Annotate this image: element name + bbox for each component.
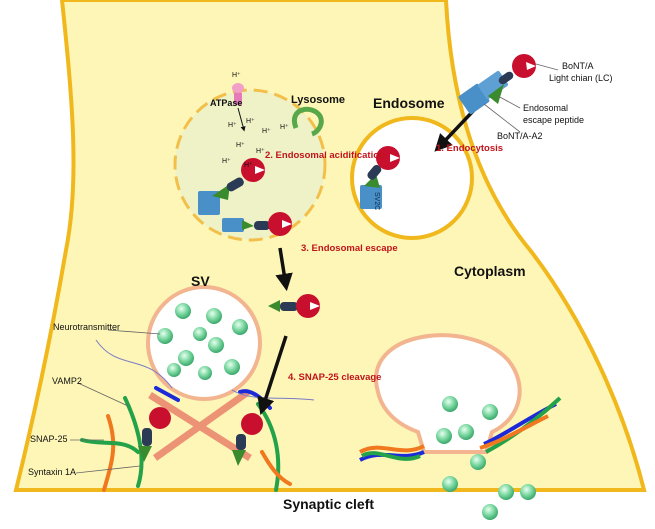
label-leaders — [70, 63, 559, 474]
snare-complex-left — [80, 386, 180, 492]
proton-label-5: H⁺ — [280, 124, 289, 131]
escape-label-line1: Endosomal — [523, 103, 569, 113]
lysosome-label: Lysosome — [291, 94, 346, 106]
bont-label-line2: Light chian (LC) — [549, 73, 613, 83]
vamp2-label: VAMP2 — [52, 376, 82, 386]
proton-label-4: H⁺ — [262, 128, 271, 135]
lysosome-hook — [291, 106, 324, 137]
sv2c-label: SV2C — [373, 192, 380, 211]
fusion-snare-left — [358, 444, 425, 462]
escape-label-line2: escape peptide — [523, 115, 585, 125]
proton-label-9: H⁺ — [244, 162, 253, 169]
bont-lc-bound-left — [138, 407, 171, 462]
bont-label-line1: BoNT/A — [562, 61, 594, 71]
sv-label: SV — [191, 273, 210, 289]
atpase-label: ATPase — [210, 98, 243, 108]
step-3-label: 3. Endosomal escape — [301, 243, 398, 254]
step-4-label: 4. SNAP-25 cleavage — [288, 372, 382, 383]
proton-label-2: H⁺ — [228, 122, 237, 129]
bont-lc-free — [268, 294, 320, 318]
vamp2-wire — [95, 339, 173, 389]
bont-construct-outside — [458, 54, 536, 115]
proton-label-3: H⁺ — [246, 118, 255, 125]
bont-construct-lysosome — [198, 158, 292, 236]
fusing-vesicle — [374, 333, 522, 454]
proton-label-7: H⁺ — [256, 148, 265, 155]
step-1-label: 1. Endocytosis — [436, 143, 504, 154]
bont-lc-bound-right — [232, 413, 263, 466]
synaptic-cleft-label: Synaptic cleft — [283, 496, 375, 512]
atpase-icon — [232, 83, 246, 132]
snap25-label: SNAP-25 — [30, 434, 68, 444]
proton-label-1: H⁺ — [232, 72, 241, 79]
fusion-snare-right — [479, 396, 562, 454]
endosome-label: Endosome — [373, 95, 445, 111]
syntaxin-label: Syntaxin 1A — [28, 467, 77, 477]
bont-a2-label: BoNT/A-A2 — [497, 131, 543, 141]
snare-cross — [148, 389, 252, 461]
process-arrows — [257, 106, 478, 415]
cytoplasm-label: Cytoplasm — [454, 263, 526, 279]
proton-label-8: H⁺ — [222, 158, 231, 165]
proton-label-6: H⁺ — [236, 142, 245, 149]
neurotransmitter-dots — [157, 303, 536, 520]
step-2-label: 2. Endosomal acidification — [265, 150, 385, 161]
neurotransmitter-label: Neurotransmitter — [53, 322, 121, 332]
bont-construct-endosome — [360, 146, 400, 209]
